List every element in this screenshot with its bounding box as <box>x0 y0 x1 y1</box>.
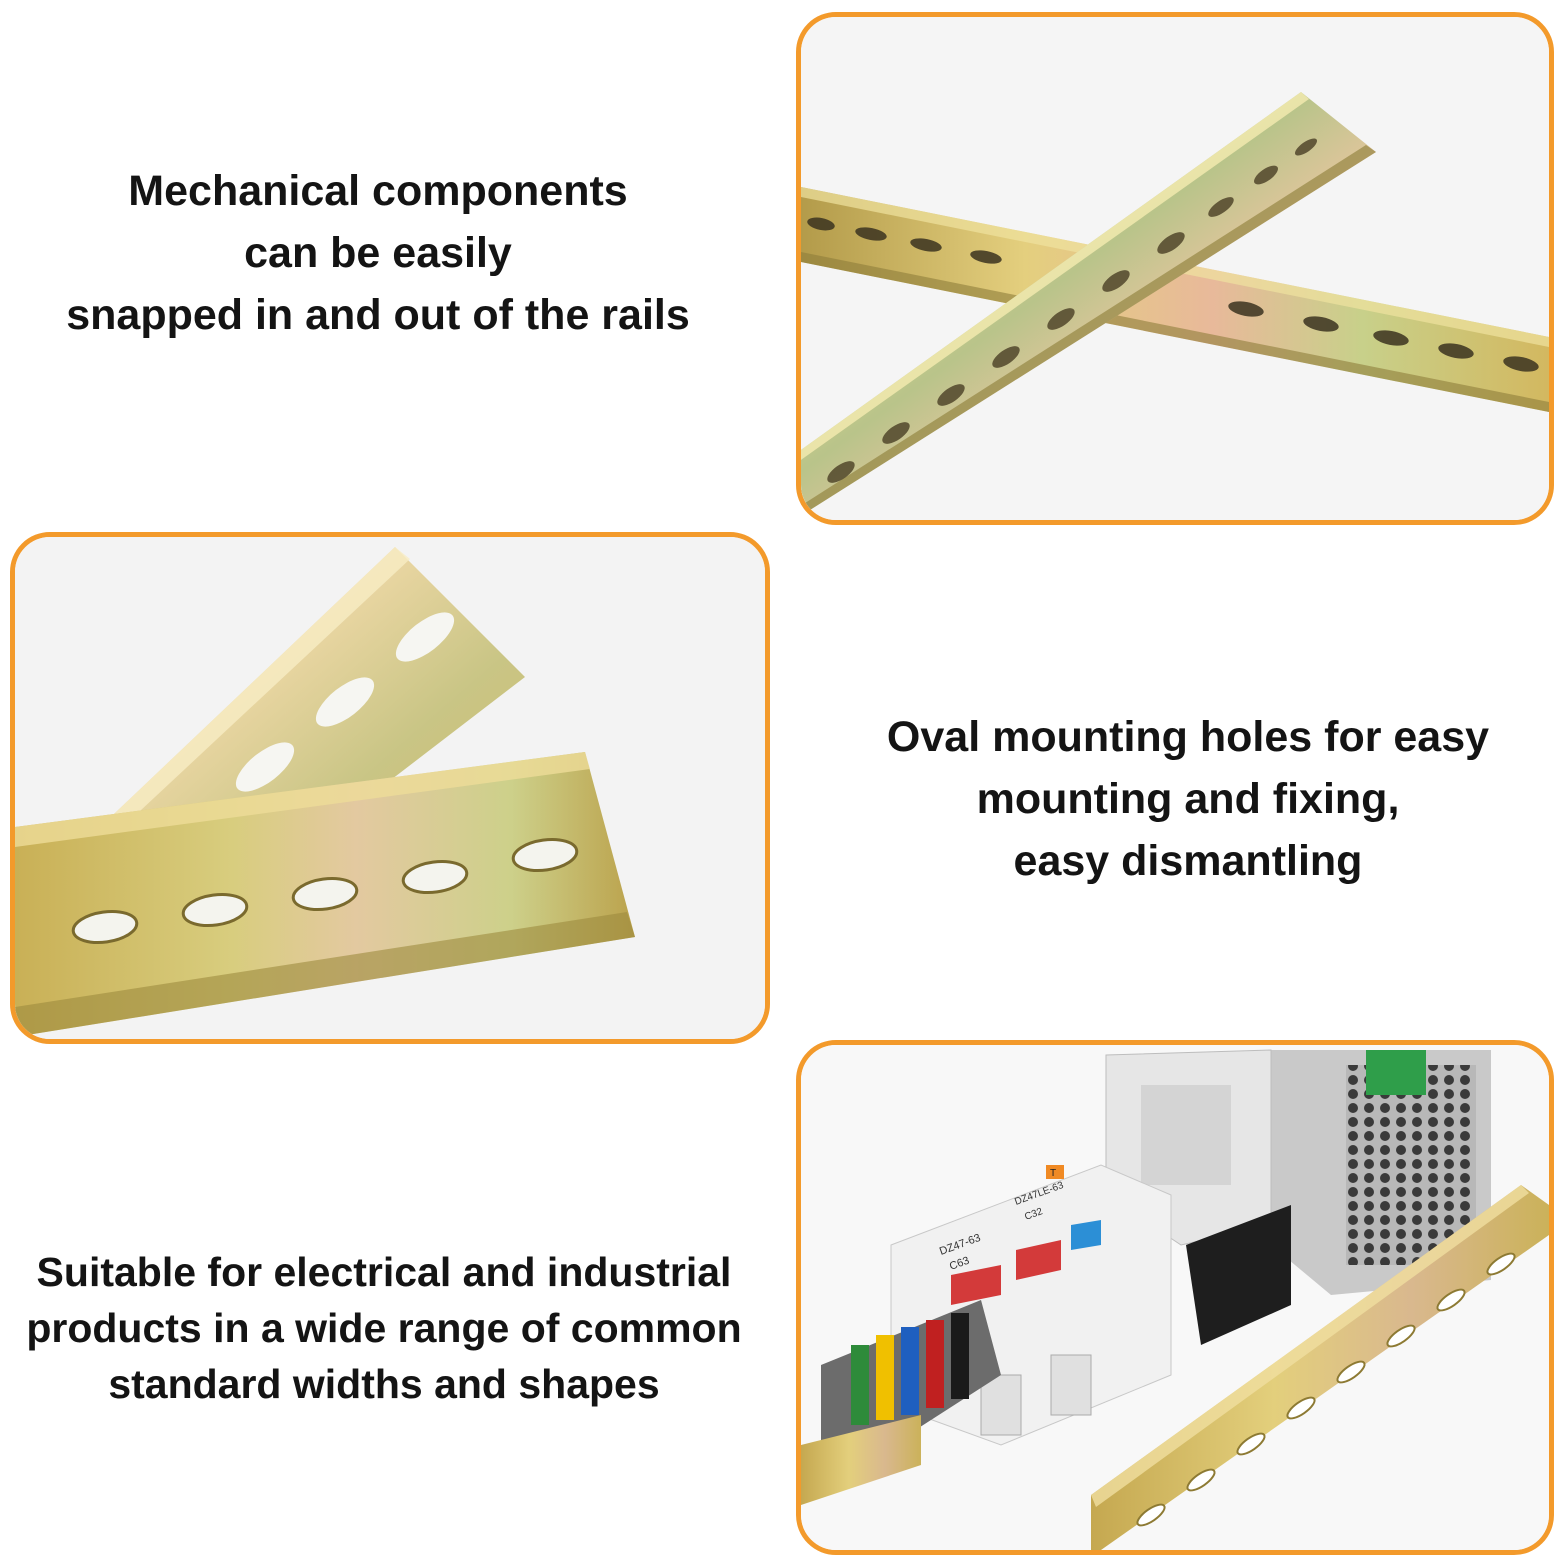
caption-line: Mechanical components <box>128 167 628 215</box>
caption-snap-in: Mechanical components can be easily snap… <box>10 160 746 346</box>
caption-line: snapped in and out of the rails <box>66 291 690 339</box>
power-supply <box>1271 1050 1491 1295</box>
caption-line: can be easily <box>244 229 512 277</box>
caption-line: Oval mounting holes for easy <box>886 713 1490 761</box>
caption-line: mounting and fixing, <box>976 775 1400 823</box>
components-illustration: DZ47-63 C63 DZ47LE-63 C32 T <box>801 1045 1549 1550</box>
rails-illustration <box>801 17 1549 520</box>
caption-line: standard widths and shapes <box>108 1361 660 1407</box>
rail-under-components <box>801 1415 921 1505</box>
rail-front <box>801 92 1376 516</box>
rail-front <box>15 752 635 1037</box>
caption-suitable: Suitable for electrical and industrial p… <box>0 1244 768 1412</box>
photo-crossed-rails <box>796 12 1554 525</box>
rails-closeup-illustration <box>15 537 765 1039</box>
tag-label: T <box>1050 1168 1056 1179</box>
terminal-blocks <box>821 1300 1001 1465</box>
rail-diagonal <box>1091 1185 1549 1550</box>
caption-line: Suitable for electrical and industrial <box>36 1249 732 1295</box>
caption-line: easy dismantling <box>1013 837 1363 885</box>
caption-oval-holes: Oval mounting holes for easy mounting an… <box>820 706 1556 892</box>
photo-mounted-components: DZ47-63 C63 DZ47LE-63 C32 T <box>796 1040 1554 1555</box>
caption-line: products in a wide range of common <box>26 1305 742 1351</box>
photo-rail-closeup <box>10 532 770 1044</box>
